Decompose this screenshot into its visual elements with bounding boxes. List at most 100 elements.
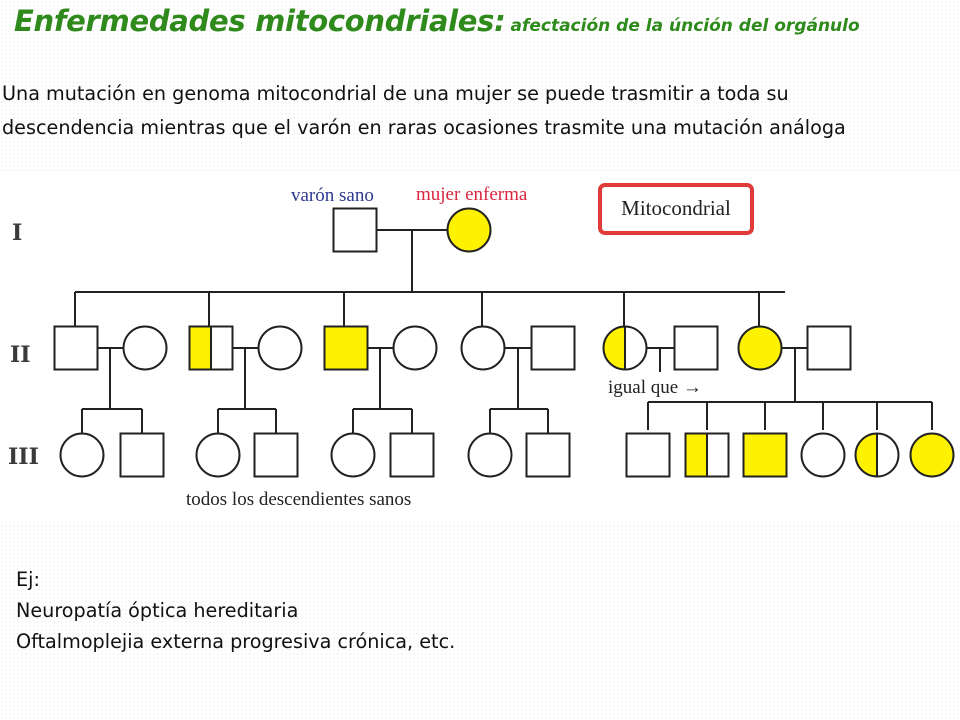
example-item: Neuropatía óptica hereditaria (16, 599, 299, 622)
pedigree-individual-male-unaffected (625, 432, 671, 478)
pedigree-connector-lines (74, 229, 933, 434)
female-circle (738, 326, 782, 370)
pedigree-individual-female-affected (909, 432, 955, 478)
male-square (120, 433, 164, 477)
pedigree-individual-female-partial (854, 432, 900, 478)
symbol-outline (330, 432, 376, 478)
same-as-annotation: igual que → (608, 377, 702, 398)
pedigree-individual-male-unaffected (525, 432, 571, 478)
pedigree-individual-male-affected (323, 325, 369, 371)
pedigree-labels: I II III varón sano mujer enferma Mitoco… (8, 183, 754, 510)
female-circle (123, 326, 167, 370)
male-square (743, 433, 787, 477)
pedigree-individual-female-partial (602, 325, 648, 371)
pedigree-diagram: I II III varón sano mujer enferma Mitoco… (8, 183, 955, 510)
symbol-outline (525, 432, 571, 478)
symbol-outline (389, 432, 435, 478)
symbol-outline (323, 325, 369, 371)
pedigree-individual-female-affected (446, 207, 492, 253)
symbol-outline (530, 325, 576, 371)
examples-heading: Ej: (16, 568, 40, 591)
male-square (333, 208, 377, 252)
symbol-outline (122, 325, 168, 371)
pedigree-symbols (53, 207, 955, 478)
symbol-outline (257, 325, 303, 371)
symbol-outline (467, 432, 513, 478)
all-healthy-annotation: todos los descendientes sanos (186, 489, 411, 510)
symbol-outline (673, 325, 719, 371)
intro-line: descendencia mientras que el varón en ra… (2, 116, 846, 139)
female-circle (910, 433, 954, 477)
pedigree-individual-female-unaffected (800, 432, 846, 478)
symbol-outline (332, 207, 378, 253)
symbol-outline (737, 325, 783, 371)
male-square (531, 326, 575, 370)
symbol-outline (602, 325, 648, 371)
intro-paragraph: Una mutación en genoma mitocondrial de u… (2, 77, 957, 145)
generation-label-1: I (12, 220, 22, 246)
symbol-outline (806, 325, 852, 371)
example-item: Oftalmoplejia externa progresiva crónica… (16, 630, 456, 653)
pedigree-individual-male-partial (684, 432, 730, 478)
female-circle (331, 433, 375, 477)
symbol-outline (53, 325, 99, 371)
symbol-outline (253, 432, 299, 478)
pedigree-individual-male-unaffected (673, 325, 719, 371)
symbol-outline (59, 432, 105, 478)
partial-affected-fill (855, 433, 877, 477)
pedigree-individual-male-unaffected (253, 432, 299, 478)
pedigree-individual-male-unaffected (53, 325, 99, 371)
partial-affected-fill (189, 326, 211, 370)
pedigree-individual-female-unaffected (59, 432, 105, 478)
pedigree-individual-male-unaffected (119, 432, 165, 478)
pedigree-individual-female-unaffected (195, 432, 241, 478)
intro-line: Una mutación en genoma mitocondrial de u… (2, 82, 789, 105)
female-circle (801, 433, 845, 477)
symbol-outline (909, 432, 955, 478)
pedigree-individual-female-unaffected (460, 325, 506, 371)
male-square (254, 433, 298, 477)
male-square (626, 433, 670, 477)
pedigree-individual-female-unaffected (392, 325, 438, 371)
title-subtitle: afectación de la únción del orgánulo (510, 16, 860, 36)
pedigree-individual-male-unaffected (530, 325, 576, 371)
title-main: Enfermedades mitocondriales: (14, 4, 506, 38)
partial-affected-fill (685, 433, 707, 477)
male-square (674, 326, 718, 370)
generation-label-3: III (8, 444, 39, 470)
legend-affected-female: mujer enferma (416, 184, 528, 205)
symbol-outline (625, 432, 671, 478)
pedigree-individual-female-affected (737, 325, 783, 371)
pedigree-individual-female-unaffected (257, 325, 303, 371)
examples-list: Ej: Neuropatía óptica hereditaria Oftalm… (16, 564, 455, 657)
pedigree-individual-female-unaffected (330, 432, 376, 478)
female-circle (393, 326, 437, 370)
pedigree-chart: I II III varón sano mujer enferma Mitoco… (0, 172, 960, 522)
partial-affected-fill (603, 326, 625, 370)
female-circle (447, 208, 491, 252)
female-circle (258, 326, 302, 370)
symbol-outline (684, 432, 730, 478)
male-square (324, 326, 368, 370)
pedigree-individual-male-unaffected (389, 432, 435, 478)
female-circle (468, 433, 512, 477)
pedigree-individual-male-affected (742, 432, 788, 478)
generation-label-2: II (10, 342, 31, 368)
pedigree-individual-male-unaffected (332, 207, 378, 253)
pedigree-individual-male-partial (188, 325, 234, 371)
male-square (54, 326, 98, 370)
symbol-outline (119, 432, 165, 478)
slide-title: Enfermedades mitocondriales: afectación … (14, 4, 960, 38)
symbol-outline (460, 325, 506, 371)
symbol-outline (800, 432, 846, 478)
male-square (807, 326, 851, 370)
female-circle (461, 326, 505, 370)
symbol-outline (742, 432, 788, 478)
symbol-outline (188, 325, 234, 371)
male-square (526, 433, 570, 477)
pedigree-individual-male-unaffected (806, 325, 852, 371)
mitocondrial-badge (598, 183, 754, 235)
legend-healthy-male: varón sano (291, 185, 374, 206)
symbol-outline (392, 325, 438, 371)
female-circle (60, 433, 104, 477)
